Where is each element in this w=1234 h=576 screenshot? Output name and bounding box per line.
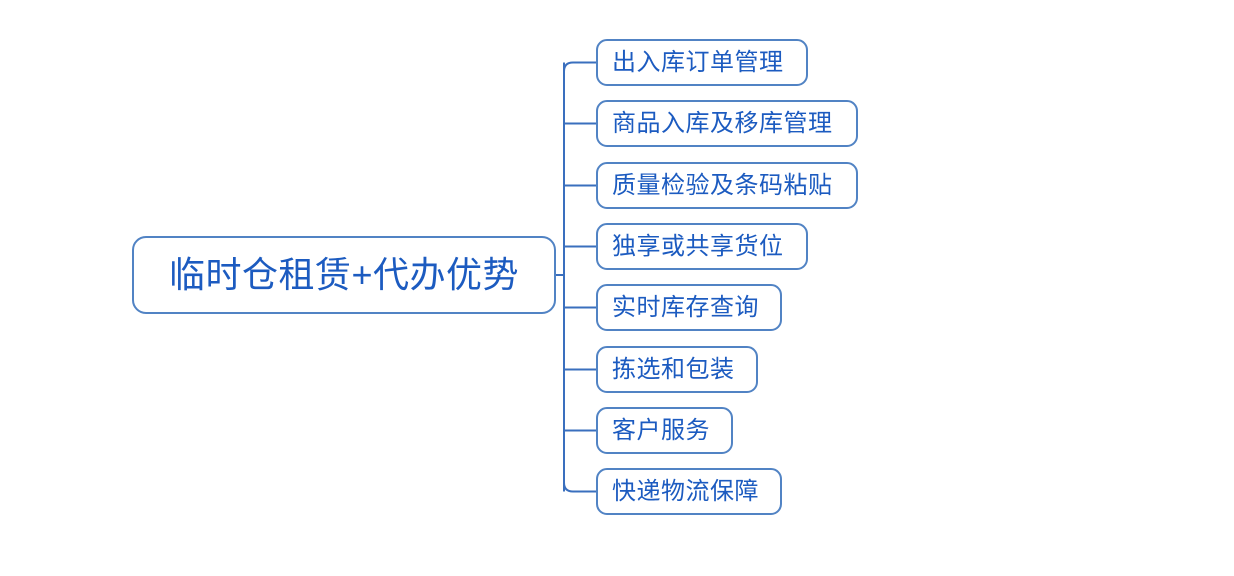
connector-branch-0 xyxy=(563,61,596,72)
child-node[interactable]: 快递物流保障 xyxy=(596,468,782,515)
child-node-label: 客户服务 xyxy=(612,416,710,444)
child-node-label: 实时库存查询 xyxy=(612,293,759,321)
child-node-label: 出入库订单管理 xyxy=(612,48,784,76)
child-node[interactable]: 客户服务 xyxy=(596,407,733,454)
connector-branch-7 xyxy=(563,482,596,493)
child-node[interactable]: 质量检验及条码粘贴 xyxy=(596,162,858,209)
child-node[interactable]: 独享或共享货位 xyxy=(596,223,808,270)
root-node-label: 临时仓租赁+代办优势 xyxy=(168,254,520,295)
child-node-label: 质量检验及条码粘贴 xyxy=(612,171,833,199)
child-node[interactable]: 拣选和包装 xyxy=(596,346,758,393)
child-node-label: 商品入库及移库管理 xyxy=(612,109,833,137)
child-node[interactable]: 商品入库及移库管理 xyxy=(596,100,858,147)
child-node-label: 快递物流保障 xyxy=(612,477,759,505)
root-node[interactable]: 临时仓租赁+代办优势 xyxy=(132,236,556,314)
child-node-label: 拣选和包装 xyxy=(612,355,735,383)
child-node[interactable]: 出入库订单管理 xyxy=(596,39,808,86)
child-node-label: 独享或共享货位 xyxy=(612,232,784,260)
child-node[interactable]: 实时库存查询 xyxy=(596,284,782,331)
